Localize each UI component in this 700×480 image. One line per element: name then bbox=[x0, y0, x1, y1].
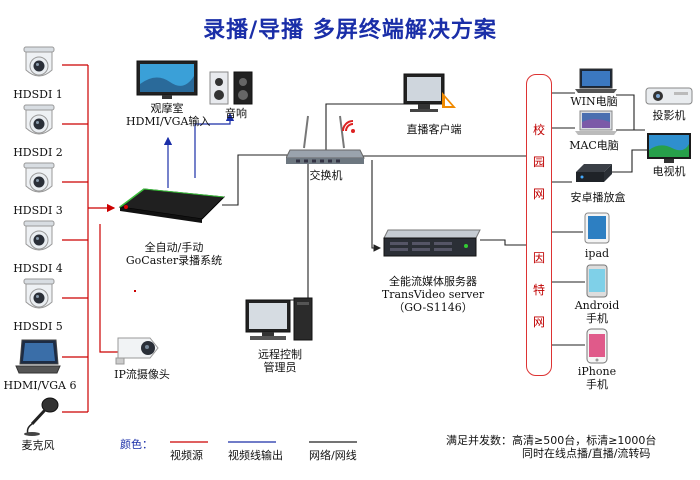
server-label-2: TransVideo server bbox=[381, 288, 485, 301]
legend-video-output: 视频线输出 bbox=[228, 449, 283, 462]
network-lines bbox=[222, 92, 648, 346]
page-title: 录播/导播 多屏终端解决方案 bbox=[203, 18, 497, 43]
iphone-label-1: iPhone bbox=[577, 365, 617, 378]
campus-char: 校 bbox=[532, 123, 545, 137]
source-label-hdmi-vga-6: HDMI/VGA 6 bbox=[3, 379, 77, 392]
legend-video-source: 视频源 bbox=[170, 449, 203, 462]
iphone-icon bbox=[586, 328, 608, 364]
android-box-label: 安卓播放盒 bbox=[570, 191, 626, 204]
campus-internet-bar: 校 园 网 因 特 网 bbox=[526, 74, 552, 376]
desktop-pc-icon bbox=[403, 73, 456, 112]
tv-label: 电视机 bbox=[652, 165, 686, 178]
concurrency-note-2: 同时在线点播/直播/流转码 bbox=[522, 447, 651, 460]
television-icon bbox=[647, 133, 691, 163]
rack-server-icon bbox=[383, 229, 481, 257]
legend-network: 网络/网线 bbox=[309, 449, 357, 462]
source-label-hdsdi-2: HDSDI 2 bbox=[13, 146, 63, 159]
viewing-room-input-label: HDMI/VGA输入 bbox=[126, 115, 211, 128]
microphone-icon bbox=[24, 397, 59, 436]
wifi-icon bbox=[342, 120, 355, 133]
internet-char: 特 bbox=[532, 283, 545, 297]
network-switch-icon bbox=[286, 115, 365, 164]
concurrency-note-1: 满足并发数：高清≥500台，标清≥1000台 bbox=[446, 434, 657, 447]
mac-laptop-icon bbox=[575, 110, 617, 135]
server-label-3: （GO-S1146） bbox=[393, 301, 473, 314]
win-laptop-icon bbox=[575, 68, 617, 93]
remote-label-2: 管理员 bbox=[263, 361, 297, 374]
iphone-label-2: 手机 bbox=[586, 378, 608, 391]
mac-label: MAC电脑 bbox=[569, 139, 619, 152]
win-label: WIN电脑 bbox=[570, 95, 618, 108]
laptop-icon bbox=[15, 339, 61, 374]
internet-char: 网 bbox=[532, 315, 545, 329]
recorder-label-2: GoCaster录播系统 bbox=[125, 254, 223, 267]
live-client-label: 直播客户端 bbox=[406, 123, 462, 136]
viewing-room-label: 观摩室 bbox=[150, 102, 184, 115]
recorder-device-icon bbox=[118, 188, 226, 223]
ptz-camera-icon bbox=[23, 46, 55, 77]
ptz-camera-icon bbox=[23, 278, 55, 309]
source-label-hdsdi-3: HDSDI 3 bbox=[13, 204, 63, 217]
campus-char: 园 bbox=[532, 155, 545, 169]
android-phone-label-1: Android bbox=[574, 299, 620, 312]
ptz-camera-icon bbox=[23, 104, 55, 135]
internet-char: 因 bbox=[532, 251, 545, 265]
switch-label: 交换机 bbox=[309, 169, 343, 182]
projector-label: 投影机 bbox=[652, 109, 686, 122]
red-dot bbox=[134, 290, 136, 292]
source-label-hdsdi-1: HDSDI 1 bbox=[13, 88, 63, 101]
admin-computer-icon bbox=[245, 297, 313, 341]
source-label-hdsdi-5: HDSDI 5 bbox=[13, 320, 63, 333]
video-output-lines bbox=[163, 112, 235, 188]
recorder-label-1: 全自动/手动 bbox=[144, 241, 204, 254]
speaker-label: 音响 bbox=[225, 107, 247, 120]
speaker-icon bbox=[209, 71, 253, 105]
video-source-lines bbox=[62, 64, 118, 413]
ip-camera-icon bbox=[115, 337, 159, 365]
projector-icon bbox=[645, 87, 693, 105]
ip-camera-label: IP流摄像头 bbox=[114, 368, 170, 381]
tv-monitor-icon bbox=[136, 60, 198, 99]
android-box-icon bbox=[576, 164, 612, 182]
legend-title: 颜色： bbox=[120, 438, 153, 451]
android-phone-label-2: 手机 bbox=[586, 312, 608, 325]
ptz-camera-icon bbox=[23, 220, 55, 251]
ipad-label: ipad bbox=[584, 247, 610, 260]
server-label-1: 全能流媒体服务器 bbox=[389, 275, 477, 288]
ptz-camera-icon bbox=[23, 162, 55, 193]
campus-char: 网 bbox=[532, 187, 545, 201]
source-label-hdsdi-4: HDSDI 4 bbox=[13, 262, 63, 275]
remote-label-1: 远程控制 bbox=[258, 348, 302, 361]
source-label-microphone: 麦克风 bbox=[21, 439, 55, 452]
android-phone-icon bbox=[586, 264, 608, 298]
ipad-icon bbox=[584, 212, 610, 244]
